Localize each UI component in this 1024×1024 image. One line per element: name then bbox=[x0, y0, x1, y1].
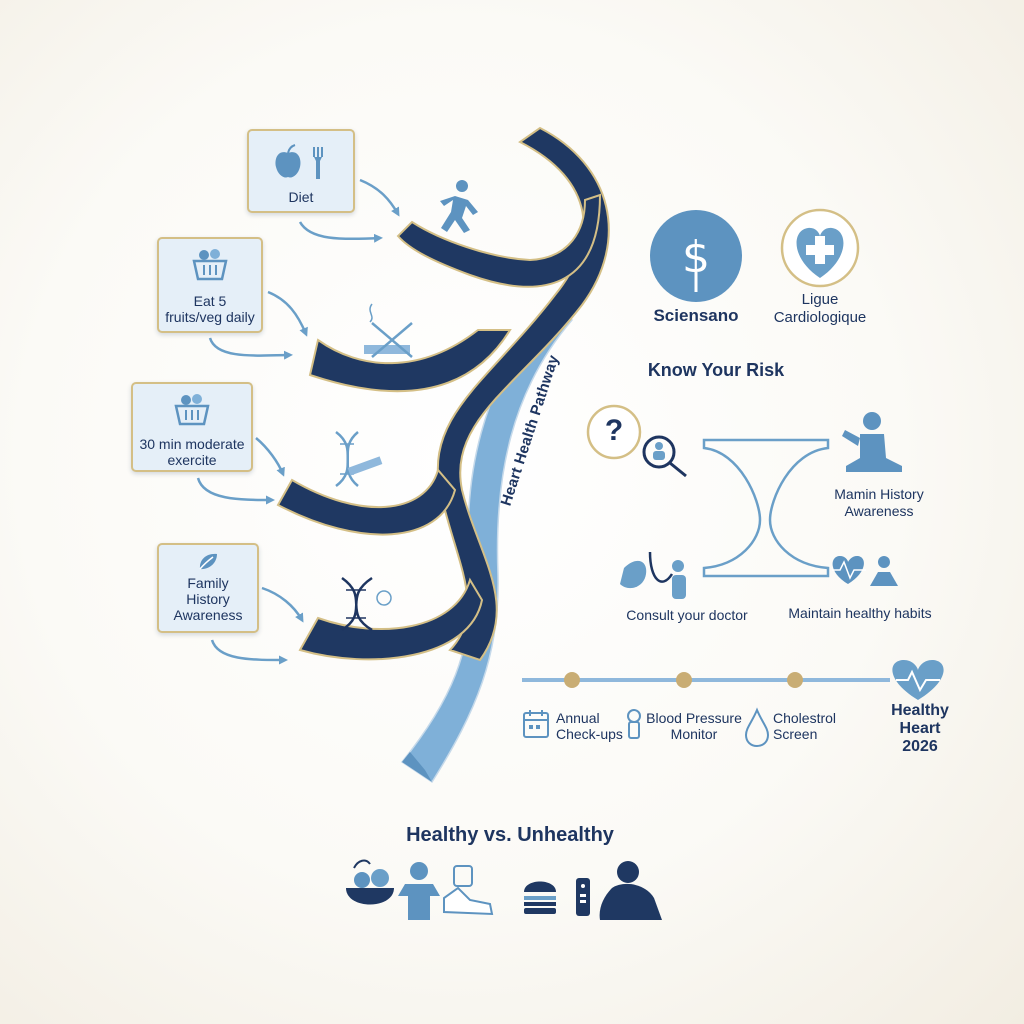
card-exercise-label: 30 min moderate exercite bbox=[139, 436, 245, 468]
card-diet: Diet bbox=[247, 129, 355, 213]
risk-habits-label: Maintain healthy habits bbox=[788, 605, 932, 621]
navy-branch-2 bbox=[308, 329, 512, 393]
comparison-title: Healthy vs. Unhealthy bbox=[406, 824, 614, 846]
timeline-end-label: Healthy Heart 2026 bbox=[891, 702, 949, 755]
card-fruits-label: Eat 5 fruits/veg daily bbox=[165, 293, 255, 325]
card-fruits: Eat 5 fruits/veg daily bbox=[157, 237, 263, 333]
card-arrows bbox=[196, 178, 400, 665]
card-exercise: 30 min moderate exercite bbox=[131, 382, 253, 472]
card-family-history-label: Family History Awareness bbox=[173, 575, 243, 623]
stethoscope-icon bbox=[620, 551, 686, 599]
question-icon bbox=[586, 404, 642, 460]
timeline-cholesterol-label: Cholestrol Screen bbox=[773, 710, 837, 742]
risk-history-label: Mamin History Awareness bbox=[834, 486, 924, 519]
magnifier-person-icon bbox=[642, 435, 687, 478]
heart-cross-icon bbox=[780, 208, 860, 288]
heartbeat-icon bbox=[892, 660, 944, 700]
meditating-person-icon bbox=[842, 412, 902, 472]
navy-branch-1 bbox=[396, 193, 602, 288]
burger-icon bbox=[524, 881, 556, 914]
navy-spine bbox=[436, 126, 610, 662]
leaf-icon bbox=[199, 553, 217, 570]
risk-title: Know Your Risk bbox=[647, 360, 785, 380]
sneaker-icon bbox=[443, 865, 494, 916]
running-person-icon bbox=[440, 180, 478, 233]
risk-doctor-label: Consult your doctor bbox=[626, 607, 748, 623]
no-smoking-icon bbox=[364, 303, 413, 358]
hourglass-shape bbox=[702, 438, 830, 578]
drop-icon bbox=[744, 707, 770, 748]
dna-cigarette-icon bbox=[335, 431, 383, 487]
apple-fork-icon bbox=[275, 144, 323, 179]
card-diet-label: Diet bbox=[288, 189, 314, 205]
sitting-person-icon bbox=[599, 861, 662, 920]
org-ligue-name: Ligue Cardiologique bbox=[773, 291, 867, 326]
timeline-bp-label: Blood Pressure Monitor bbox=[646, 710, 742, 742]
navy-branch-3 bbox=[276, 467, 457, 536]
basket-icon bbox=[192, 249, 228, 281]
monitor-bulb-icon bbox=[627, 709, 641, 739]
dna-icon bbox=[341, 576, 392, 632]
food-bowl-icon bbox=[346, 859, 394, 905]
remote-icon bbox=[576, 878, 590, 916]
caduceus-dollar-icon: $ bbox=[650, 210, 742, 302]
heart-person-icon bbox=[832, 556, 898, 586]
timeline-checkups-label: Annual Check-ups bbox=[556, 710, 623, 742]
card-family-history: Family History Awareness bbox=[157, 543, 259, 633]
basket-icon bbox=[174, 394, 210, 426]
standing-person-icon bbox=[398, 862, 440, 920]
org-sciensano-name: Sciensano bbox=[653, 306, 739, 325]
navy-branch-4 bbox=[298, 577, 484, 661]
timeline-dots bbox=[564, 672, 803, 688]
question-mark: ? bbox=[604, 414, 624, 447]
light-ribbon-tail bbox=[402, 752, 432, 782]
calendar-icon bbox=[523, 710, 549, 738]
